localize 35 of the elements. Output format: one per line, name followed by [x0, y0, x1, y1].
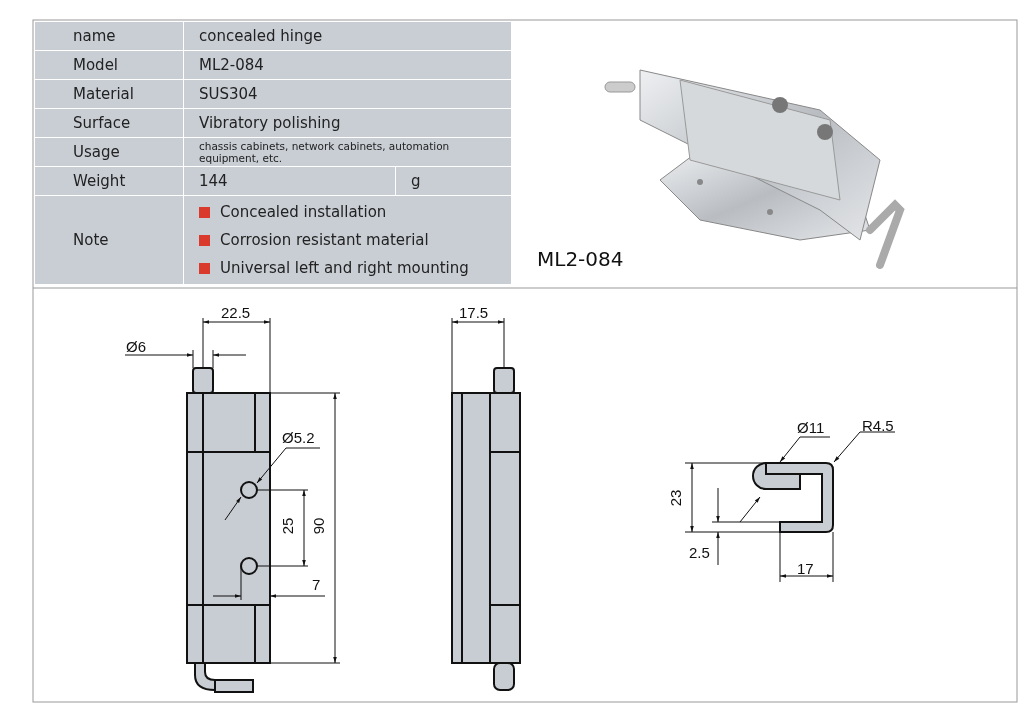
table-cell: Surface [34, 108, 184, 138]
dimension-label: 23 [668, 489, 685, 507]
dimension-label: 17.5 [459, 305, 489, 321]
table-cell: chassis cabinets, network cabinets, automation equipment, etc. [183, 137, 512, 167]
dimension-label: Ø6 [126, 339, 146, 355]
table-cell: concealed hinge [183, 21, 512, 51]
dimension-label: 90 [311, 517, 328, 535]
note-text: Concealed installation [220, 203, 387, 221]
table-cell: Material [34, 79, 184, 109]
table-cell: ML2-084 [183, 50, 512, 80]
front-view-drawing [186, 367, 271, 693]
dimension-label: 22.5 [221, 305, 251, 321]
table-cell: SUS304 [183, 79, 512, 109]
dimension-label: 25 [280, 517, 297, 535]
model-caption: ML2-084 [537, 247, 624, 271]
table-cell: Weight [34, 166, 184, 196]
dimension-label: Ø5.2 [282, 430, 315, 446]
leader-line [779, 436, 831, 463]
leader-line [833, 431, 896, 463]
table-cell: Usage [34, 137, 184, 167]
leader-line [256, 447, 321, 484]
dimension-label: R4.5 [862, 418, 894, 434]
table-cell: g [395, 166, 512, 196]
dimension-label: 2.5 [689, 545, 710, 561]
table-cell: Model [34, 50, 184, 80]
table-cell: 144 [183, 166, 396, 196]
table-cell: name [34, 21, 184, 51]
note-text: Corrosion resistant material [220, 231, 429, 249]
dimension-label: 7 [312, 577, 321, 593]
note-text: Universal left and right mounting [220, 259, 469, 277]
dimension-label: Ø11 [797, 420, 825, 436]
table-cell: Vibratory polishing [183, 108, 512, 138]
table-cell: Note [34, 195, 184, 285]
dimension-label: 17 [797, 561, 814, 577]
bent-pin-drawing [752, 462, 834, 533]
